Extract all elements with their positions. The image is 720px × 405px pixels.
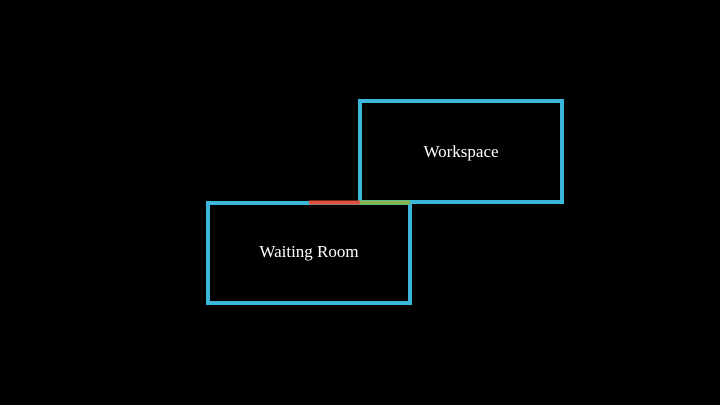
waiting-room-label: Waiting Room (259, 242, 358, 261)
room-workspace: Workspace (358, 99, 564, 204)
room-waiting-room: Waiting Room (206, 201, 412, 305)
workspace-outline (358, 99, 564, 204)
workspace-label: Workspace (423, 142, 498, 161)
